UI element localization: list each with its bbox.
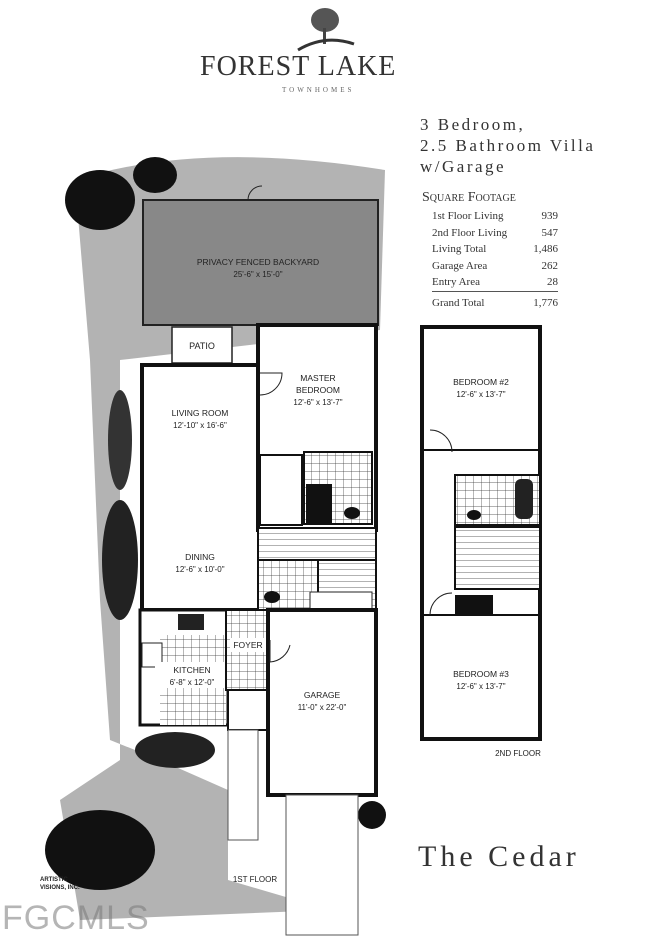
- row-label: Entry Area: [432, 276, 480, 289]
- shrub-icon: [135, 732, 215, 768]
- kitchen-label: KITCHEN: [173, 665, 210, 675]
- artist-credit: ARTISTIC VISIONS, INC.: [40, 876, 80, 892]
- backyard-size: 25'-6" x 15'-0": [233, 270, 282, 279]
- dining-size: 12'-6" x 10'-0": [175, 565, 224, 574]
- garage-size: 11'-0" x 22'-0": [298, 703, 347, 712]
- bedroom3-label: BEDROOM #3: [453, 669, 509, 679]
- master-size: 12'-6" x 13'-7": [293, 398, 342, 407]
- shrub-icon: [108, 390, 132, 490]
- row-value: 28: [547, 276, 558, 289]
- bedroom2-size: 12'-6" x 13'-7": [456, 390, 505, 399]
- half-bath: [257, 559, 319, 611]
- logo-subtitle: TOWNHOMES: [282, 86, 355, 94]
- row-value: 1,486: [533, 243, 558, 256]
- table-row: Entry Area 28: [432, 274, 558, 291]
- row-value: 939: [541, 210, 559, 223]
- artist-line: ARTISTIC: [40, 877, 68, 883]
- master-label-2: BEDROOM: [296, 385, 340, 395]
- stairs: [454, 526, 541, 590]
- living-label: LIVING ROOM: [172, 408, 229, 418]
- shrub-icon: [358, 801, 386, 829]
- logo-title: FOREST LAKE: [200, 51, 397, 82]
- living-dining-area: [140, 363, 262, 612]
- patio-label: PATIO: [189, 341, 215, 351]
- tree-icon: [133, 157, 177, 193]
- stairs: [257, 527, 377, 561]
- artist-line: VISIONS, INC.: [40, 885, 80, 891]
- headline-line: 3 Bedroom,: [420, 115, 526, 134]
- living-size: 12'-10" x 16'-6": [173, 421, 227, 430]
- bedroom2-label: BEDROOM #2: [453, 377, 509, 387]
- backyard: [142, 199, 379, 326]
- row-label: Grand Total: [432, 290, 527, 311]
- first-floor-plan: PRIVACY FENCED BACKYARD 25'-6" x 15'-0" …: [45, 157, 386, 936]
- row-label: 2nd Floor Living: [432, 226, 508, 239]
- row-label: Living Total: [432, 243, 487, 256]
- row-label: 1st Floor Living: [432, 210, 504, 223]
- patio: [171, 326, 233, 364]
- garage-label: GARAGE: [304, 690, 341, 700]
- bedroom3-size: 12'-6" x 13'-7": [456, 682, 505, 691]
- table-row: 2nd Floor Living 547: [432, 225, 558, 242]
- tree-icon: [65, 170, 135, 230]
- foyer-label: FOYER: [233, 640, 262, 650]
- kitchen-size: 6'-8" x 12'-0": [170, 678, 215, 687]
- master-label-1: MASTER: [300, 373, 335, 383]
- table-row: Garage Area 262: [432, 258, 558, 275]
- headline-line: w/Garage: [420, 157, 507, 176]
- table-row: Living Total 1,486: [432, 241, 558, 258]
- headline-line: 2.5 Bathroom Villa: [420, 136, 596, 155]
- driveway: [285, 794, 359, 936]
- second-floor-plan: BEDROOM #2 12'-6" x 13'-7" BEDROOM #3 12…: [420, 325, 542, 758]
- watermark: FGCMLS: [2, 899, 150, 937]
- closet: [259, 454, 303, 526]
- backyard-label: PRIVACY FENCED BACKYARD: [197, 257, 319, 267]
- row-value: 547: [541, 226, 559, 239]
- row-label: Garage Area: [432, 259, 488, 272]
- square-footage-title: Square Footage: [422, 190, 516, 205]
- plan-name: The Cedar: [418, 840, 580, 873]
- second-floor-label: 2ND FLOOR: [495, 749, 541, 758]
- row-value: 1,776: [526, 290, 558, 311]
- entry: [227, 689, 269, 731]
- first-floor-label: 1ST FLOOR: [233, 875, 278, 884]
- walkway: [227, 729, 259, 841]
- table-row: 1st Floor Living 939: [432, 208, 558, 225]
- row-value: 262: [541, 259, 559, 272]
- tree-icon: [45, 810, 155, 890]
- tree-logo-icon: [297, 8, 355, 52]
- shrub-icon: [102, 500, 138, 620]
- headline: 3 Bedroom, 2.5 Bathroom Villa w/Garage: [420, 114, 595, 177]
- dining-label: DINING: [185, 552, 215, 562]
